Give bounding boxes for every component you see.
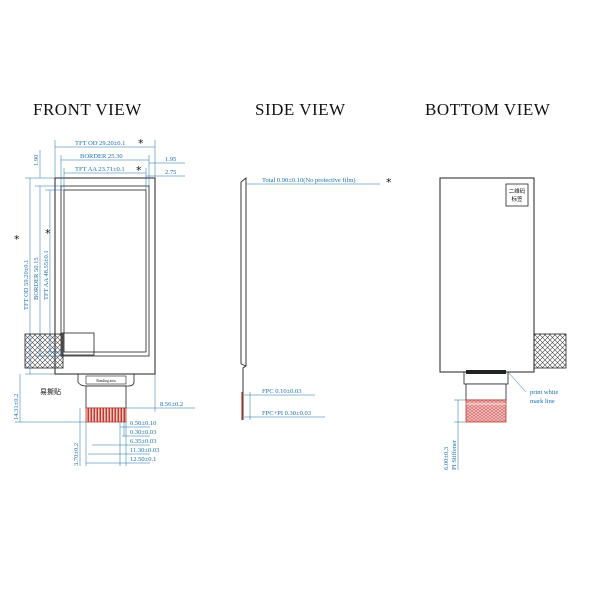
side-fpc-thickness: FPC 0.10±0.03	[262, 388, 302, 395]
dim-6-00: 6.00±0.3	[443, 447, 450, 470]
dim-0-50: 0.50±0.10	[130, 420, 156, 427]
dim-1-90: 1.90	[33, 155, 40, 166]
side-view-title: SIDE VIEW	[255, 100, 346, 119]
qr-label-line2: 标签	[511, 195, 523, 203]
chip-label: Bonding area	[96, 379, 116, 383]
tft-aa-width: TFT AA 23.71±0.1	[75, 166, 125, 173]
star-marker-5: *	[386, 176, 392, 189]
dim-11-30: 11.30±0.03	[130, 447, 159, 454]
dim-1-95: 1.95	[165, 156, 176, 163]
tft-od-width: TFT OD 29.20±0.1	[75, 140, 125, 147]
border-width: BORDER 25.30	[80, 153, 123, 160]
front-view: Bonding area	[13, 137, 195, 466]
dim-8-56: 8.56±0.2	[160, 401, 183, 408]
dim-12-50: 12.50±0.1	[130, 456, 156, 463]
star-marker-2: *	[136, 164, 142, 177]
bottom-view: 二维码 标签 print white mark line 6.00±0.3 PI…	[439, 177, 567, 470]
fpc-tail	[85, 385, 127, 409]
star-marker-4: *	[45, 227, 51, 240]
dim-6-35: 6.35±0.03	[130, 438, 156, 445]
dim-3-70: 3.70±0.2	[73, 443, 80, 466]
bottom-module-outline	[439, 177, 535, 373]
bottom-fpc-body	[465, 383, 507, 401]
star-marker-1: *	[138, 137, 144, 150]
easy-tear-tape	[24, 333, 64, 369]
fpc-length: 14.31±0.2	[13, 394, 20, 420]
module-outline	[54, 177, 156, 375]
tft-aa-height: TFT AA 48.55±0.1	[43, 250, 50, 300]
dim-0-30: 0.30±0.03	[130, 429, 156, 436]
easy-tear-label: 易撕贴	[40, 387, 61, 396]
tft-od-height: TFT OD 59.20±0.1	[23, 260, 30, 310]
driver-chip	[85, 375, 127, 385]
border-outline	[60, 185, 150, 357]
active-area	[63, 189, 147, 353]
star-marker-3: *	[14, 233, 20, 246]
side-total-thickness: Total 0.90±0.10(No protective film)	[262, 177, 356, 184]
print-white-label-2: mark line	[530, 398, 555, 405]
bottom-tape	[533, 333, 567, 369]
print-white-label-1: print white	[530, 389, 558, 396]
fpc-contacts	[85, 407, 127, 423]
bottom-connector	[466, 370, 506, 374]
front-view-title: FRONT VIEW	[33, 100, 142, 119]
bottom-view-title: BOTTOM VIEW	[425, 100, 551, 119]
side-profile	[240, 177, 247, 420]
qr-label-line1: 二维码	[509, 187, 526, 195]
border-height: BORDER 50.15	[33, 257, 40, 300]
bottom-pi-stiffener	[465, 399, 507, 423]
pi-stiffener-label: PI Stiffener	[451, 439, 458, 470]
side-view: Total 0.90±0.10(No protective film) FPC …	[240, 176, 392, 420]
qr-label-box	[505, 183, 529, 207]
dim-2-75: 2.75	[165, 169, 176, 176]
side-fpc-pi-thickness: FPC+PI 0.30±0.03	[262, 410, 311, 417]
